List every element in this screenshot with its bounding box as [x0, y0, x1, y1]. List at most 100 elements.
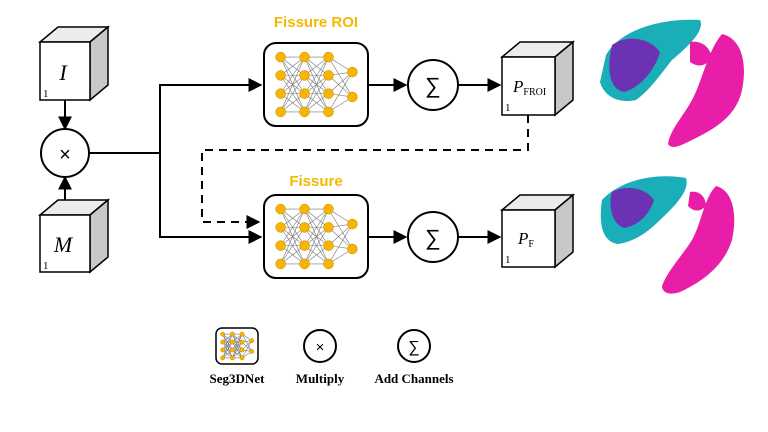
output-subscript: F	[528, 239, 534, 250]
nn-neuron	[239, 355, 245, 361]
multiply-operator: ×	[40, 128, 90, 178]
nn-neuron	[275, 51, 286, 63]
nn-neuron	[323, 222, 334, 233]
nn-edge	[232, 334, 243, 358]
output-cube-index: 1	[505, 254, 511, 266]
nn-edge	[280, 75, 305, 113]
nn-neuron	[275, 70, 286, 81]
nn-neuron	[299, 203, 310, 215]
nn-neuron	[249, 338, 255, 344]
nn-edge	[222, 333, 233, 351]
nn-neuron	[229, 339, 235, 345]
neural-network-icon	[275, 51, 358, 118]
nn-edge	[328, 208, 353, 250]
sum-glyph: ∑	[425, 225, 441, 250]
nn-edge	[280, 56, 305, 113]
mask-cube: M 1	[37, 198, 111, 274]
nn-neuron	[323, 88, 334, 99]
nn-neuron	[275, 106, 286, 118]
seg3dnet-block-fissure	[263, 194, 369, 279]
sum-glyph: ∑	[408, 339, 419, 356]
stage-title-fissure: Fissure	[289, 173, 342, 190]
legend-label: Add Channels	[374, 371, 453, 386]
nn-neuron	[299, 70, 310, 81]
output-symbol: P	[512, 77, 523, 96]
nn-edge	[328, 223, 353, 265]
nn-neuron	[323, 106, 334, 118]
svg-text:PFROI: PFROI	[512, 77, 546, 98]
nn-neuron	[299, 258, 310, 270]
nn-neuron	[299, 222, 310, 233]
nn-edge	[328, 223, 353, 246]
nn-neuron	[275, 258, 286, 270]
nn-neuron	[323, 51, 334, 63]
nn-edge	[304, 227, 329, 265]
nn-edge	[241, 340, 252, 359]
nn-neuron	[275, 240, 286, 251]
nn-edge	[328, 56, 353, 98]
multiply-icon	[303, 329, 337, 363]
sum-operator-roi: ∑	[407, 59, 459, 111]
nn-neuron	[239, 339, 245, 345]
nn-neuron	[229, 331, 235, 337]
nn-edge	[304, 56, 329, 94]
roi-feedback-connector	[201, 115, 529, 229]
nn-neuron	[220, 355, 226, 361]
nn-neuron	[299, 51, 310, 63]
multiply-glyph: ×	[59, 144, 71, 166]
svg-text:PF: PF	[517, 229, 534, 250]
legend: Seg3DNet × Multiply ∑ Add Channels	[210, 327, 454, 386]
nn-edge	[280, 208, 305, 265]
nn-neuron	[220, 339, 226, 345]
nn-neuron	[239, 331, 245, 337]
legend-item-multiply: × Multiply	[296, 329, 345, 386]
multiply-glyph: ×	[316, 339, 325, 356]
nn-neuron	[275, 88, 286, 99]
nn-neuron	[323, 70, 334, 81]
seg3dnet-block-roi	[263, 42, 369, 127]
legend-item-seg3dnet: Seg3DNet	[210, 327, 266, 386]
nn-edge	[232, 333, 243, 351]
nn-neuron	[275, 203, 286, 215]
legend-label: Multiply	[296, 371, 345, 386]
mask-cube-index: 1	[43, 260, 49, 272]
nn-neuron	[275, 222, 286, 233]
nn-edge	[304, 56, 329, 113]
nn-edge	[304, 208, 329, 265]
nn-edge	[304, 75, 329, 113]
nn-neuron	[239, 347, 245, 353]
sum-glyph: ∑	[425, 73, 441, 98]
nn-neuron	[299, 240, 310, 251]
stage-title-fissure-roi: Fissure ROI	[274, 14, 358, 31]
nn-edge	[304, 208, 329, 246]
nn-neuron	[347, 218, 358, 230]
legend-item-add-channels: ∑ Add Channels	[374, 329, 454, 386]
legend-label: Seg3DNet	[210, 371, 266, 386]
nn-edge	[222, 334, 233, 358]
nn-neuron	[323, 203, 334, 215]
fissure-roi-render	[600, 19, 744, 147]
mask-symbol: M	[53, 232, 74, 257]
nn-neuron	[220, 347, 226, 353]
nn-neuron	[229, 347, 235, 353]
nn-edge	[328, 75, 353, 98]
nn-neuron	[299, 106, 310, 118]
nn-neuron	[347, 243, 358, 255]
nn-edge	[328, 71, 353, 113]
nn-neuron	[220, 331, 226, 337]
fissure-render	[600, 176, 735, 294]
output-symbol: P	[517, 229, 528, 248]
nn-neuron	[323, 258, 334, 270]
nn-edge	[222, 341, 233, 359]
nn-edge	[280, 208, 305, 246]
sum-icon	[397, 329, 431, 363]
nn-edge	[280, 227, 305, 265]
nn-neuron	[249, 348, 255, 354]
nn-neuron	[347, 66, 358, 78]
image-cube-index: 1	[43, 88, 49, 100]
nn-edge	[232, 341, 243, 359]
output-cube-index: 1	[505, 102, 511, 114]
nn-neuron	[347, 91, 358, 103]
output-cube-fissure: PF 1	[499, 193, 576, 269]
